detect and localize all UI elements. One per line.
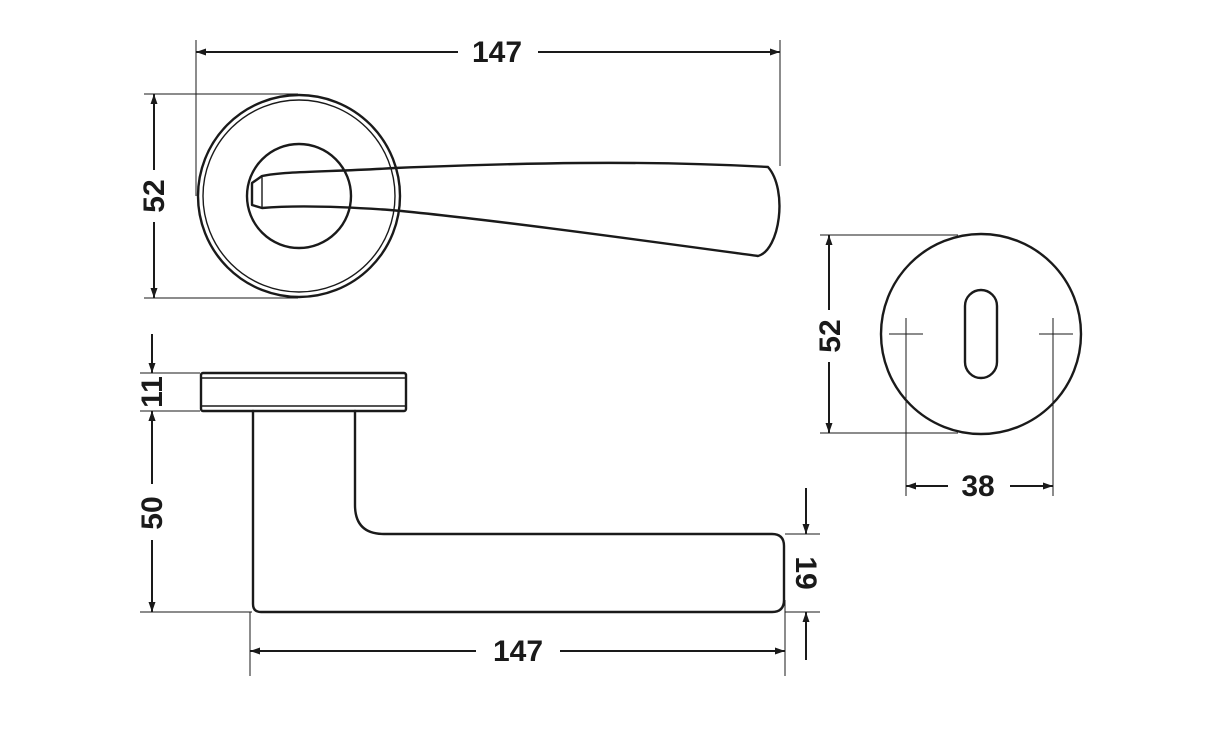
dim-label-lever-thickness: 19 (789, 556, 822, 589)
dim-label-rose-thickness: 11 (136, 376, 169, 408)
rose-outer (196, 93, 402, 299)
rose-neck (245, 142, 353, 250)
dim-label-hole-spacing: 38 (961, 470, 994, 503)
rose-inner-ring (202, 99, 396, 293)
escutcheon-outer (879, 232, 1083, 436)
keyhole-slot (963, 288, 999, 380)
lever-top (250, 161, 781, 258)
top-view: 147 52 (138, 36, 781, 299)
lever-side (251, 409, 786, 614)
dim-label-lever-length: 147 (493, 635, 543, 668)
rose-plate (199, 371, 408, 413)
dim-label-top-height: 52 (138, 179, 171, 212)
dim-label-escutcheon-diameter: 52 (814, 319, 847, 352)
dim-label-lever-height: 50 (136, 496, 169, 529)
dim-label-top-width: 147 (472, 36, 522, 69)
escutcheon-view: 52 38 (814, 232, 1083, 503)
side-view: 11 50 147 19 (136, 334, 822, 676)
